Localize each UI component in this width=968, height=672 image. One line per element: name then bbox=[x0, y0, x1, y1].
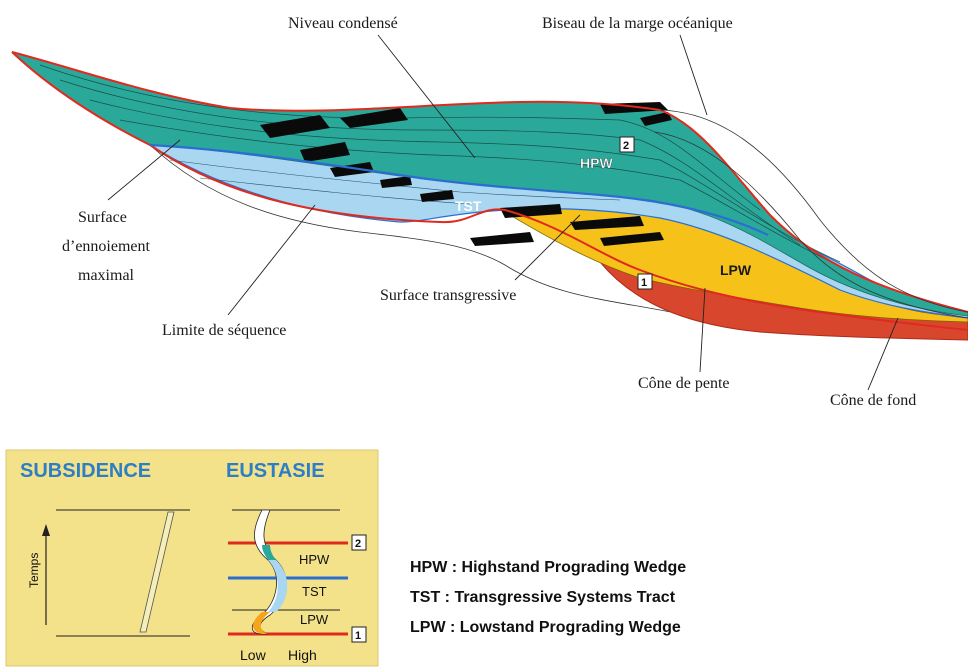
inset-eustasie-title: EUSTASIE bbox=[226, 460, 325, 482]
inset-hpw: HPW bbox=[299, 552, 330, 567]
svg-text:1: 1 bbox=[355, 630, 361, 642]
legend-lpw: LPW : Lowstand Prograding Wedge bbox=[410, 619, 681, 636]
lpw-label: LPW bbox=[720, 262, 752, 278]
marker-1: 1 bbox=[638, 274, 652, 289]
temps-label: Temps bbox=[27, 553, 41, 588]
label-niveau-condense: Niveau condensé bbox=[288, 15, 398, 32]
inset-marker-1: 1 bbox=[352, 627, 366, 642]
inset-marker-2: 2 bbox=[352, 535, 366, 550]
legend-hpw: HPW : Highstand Prograding Wedge bbox=[410, 559, 686, 576]
inset-panel: SUBSIDENCE EUSTASIE Temps HPW TST LPW Lo… bbox=[6, 450, 378, 666]
label-surface-l2: d’ennoiement bbox=[62, 238, 151, 255]
label-cone-fond: Cône de fond bbox=[830, 392, 916, 409]
hpw-label: HPW bbox=[580, 155, 613, 171]
legend: HPW : Highstand Prograding Wedge TST : T… bbox=[410, 559, 686, 636]
svg-text:1: 1 bbox=[641, 277, 647, 289]
inset-high: High bbox=[288, 647, 317, 663]
label-limite-sequence: Limite de séquence bbox=[162, 322, 286, 339]
label-biseau: Biseau de la marge océanique bbox=[542, 15, 733, 32]
svg-text:2: 2 bbox=[623, 140, 629, 152]
marker-2: 2 bbox=[620, 137, 634, 152]
inset-lpw: LPW bbox=[300, 612, 329, 627]
label-surface-transgressive: Surface transgressive bbox=[380, 287, 516, 304]
tst-label: TST bbox=[455, 198, 482, 214]
label-surface-l1: Surface bbox=[78, 209, 127, 226]
inset-low: Low bbox=[240, 647, 267, 663]
inset-tst: TST bbox=[302, 584, 327, 599]
inset-subsidence-title: SUBSIDENCE bbox=[20, 460, 151, 482]
label-cone-pente: Cône de pente bbox=[638, 375, 730, 392]
legend-tst: TST : Transgressive Systems Tract bbox=[410, 589, 676, 606]
svg-text:2: 2 bbox=[355, 538, 361, 550]
label-surface-l3: maximal bbox=[78, 267, 135, 284]
